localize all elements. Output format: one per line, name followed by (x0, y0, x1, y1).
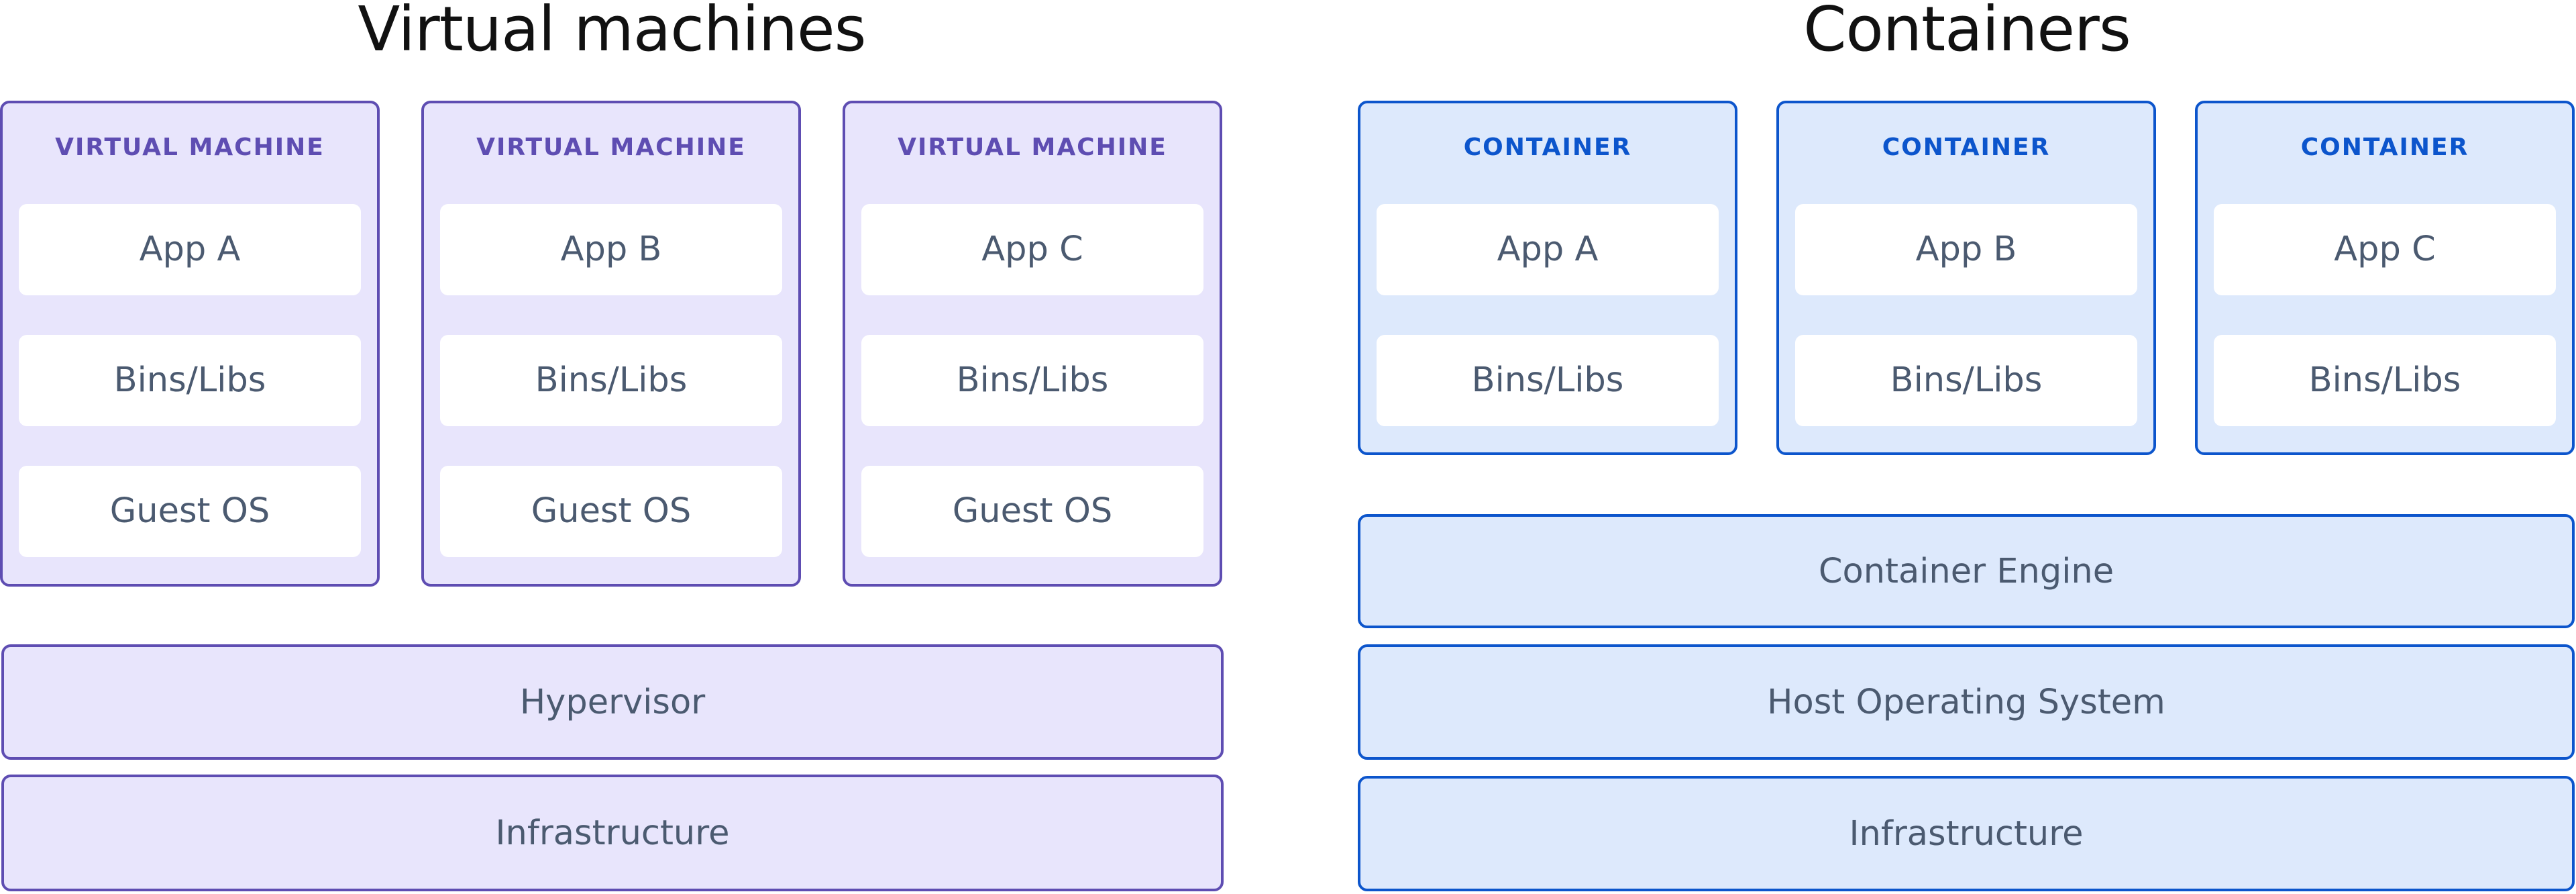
container-b: CONTAINER App B Bins/Libs (1776, 101, 2156, 455)
hypervisor-label: Hypervisor (519, 682, 706, 722)
app-a-layer: App A (19, 204, 361, 295)
app-b-layer: App B (440, 204, 782, 295)
vm-section-title: Virtual machines (358, 0, 866, 65)
virtual-machine-label: VIRTUAL MACHINE (898, 134, 1167, 161)
container-label: CONTAINER (1463, 134, 1632, 161)
bins-libs-layer: Bins/Libs (1377, 335, 1719, 426)
vm-infrastructure-label: Infrastructure (495, 813, 730, 853)
host-operating-system-layer: Host Operating System (1358, 644, 2575, 760)
app-c-layer: App C (861, 204, 1203, 295)
container-infrastructure-label: Infrastructure (1849, 813, 2084, 854)
container-label: CONTAINER (2300, 134, 2469, 161)
app-b-layer: App B (1795, 204, 2137, 295)
bins-libs-layer: Bins/Libs (1795, 335, 2137, 426)
container-a: CONTAINER App A Bins/Libs (1358, 101, 1737, 455)
virtual-machine-b: VIRTUAL MACHINE App B Bins/Libs Guest OS (421, 101, 801, 587)
container-engine-layer: Container Engine (1358, 514, 2575, 628)
bins-libs-layer: Bins/Libs (440, 335, 782, 426)
virtual-machine-label: VIRTUAL MACHINE (476, 134, 746, 161)
container-c: CONTAINER App C Bins/Libs (2195, 101, 2575, 455)
guest-os-layer: Guest OS (19, 466, 361, 557)
app-a-layer: App A (1377, 204, 1719, 295)
bins-libs-layer: Bins/Libs (861, 335, 1203, 426)
container-label: CONTAINER (1882, 134, 2051, 161)
containers-section-title: Containers (1803, 0, 2131, 65)
guest-os-layer: Guest OS (861, 466, 1203, 557)
virtual-machine-a: VIRTUAL MACHINE App A Bins/Libs Guest OS (0, 101, 380, 587)
bins-libs-layer: Bins/Libs (2214, 335, 2556, 426)
container-engine-label: Container Engine (1818, 551, 2114, 591)
guest-os-layer: Guest OS (440, 466, 782, 557)
virtual-machine-label: VIRTUAL MACHINE (55, 134, 325, 161)
container-infrastructure-layer: Infrastructure (1358, 776, 2575, 891)
bins-libs-layer: Bins/Libs (19, 335, 361, 426)
app-c-layer: App C (2214, 204, 2556, 295)
host-operating-system-label: Host Operating System (1767, 682, 2165, 722)
virtual-machine-c: VIRTUAL MACHINE App C Bins/Libs Guest OS (843, 101, 1222, 587)
hypervisor-layer: Hypervisor (1, 644, 1224, 760)
vm-infrastructure-layer: Infrastructure (1, 775, 1224, 891)
